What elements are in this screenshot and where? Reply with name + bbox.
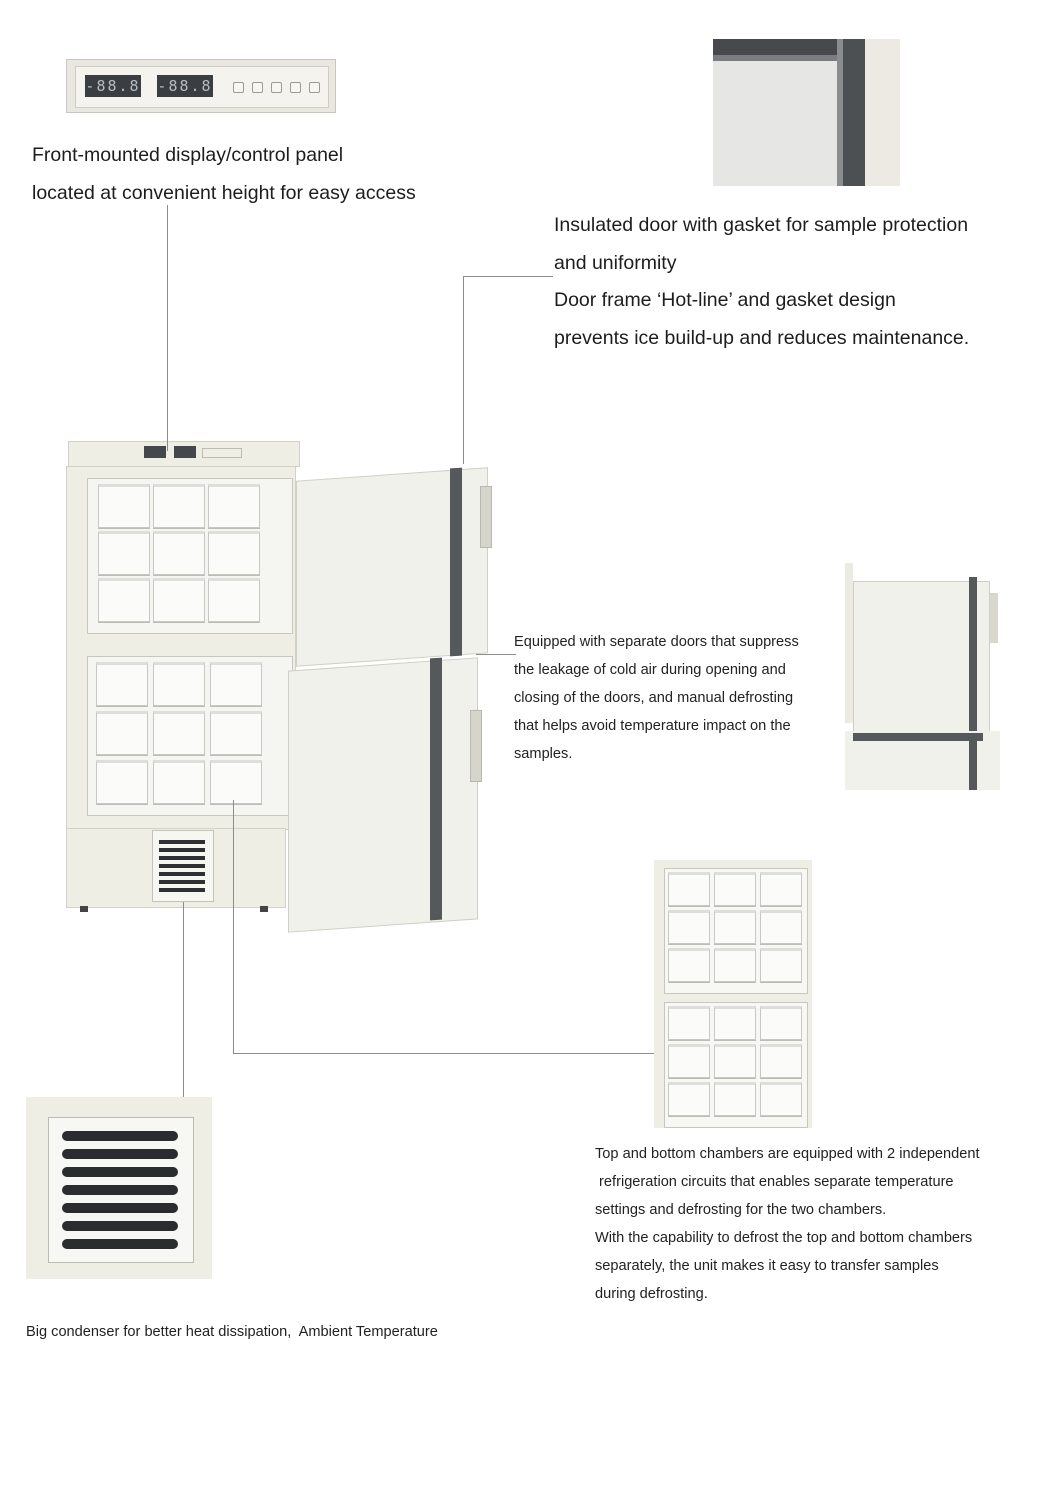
leader-line-condenser (183, 902, 184, 1097)
caption-line: during defrosting. (595, 1286, 708, 1302)
caption-line: Equipped with separate doors that suppre… (514, 634, 799, 650)
caption-line: that helps avoid temperature impact on t… (514, 718, 791, 734)
sample-tray (98, 531, 150, 575)
sample-tray (714, 948, 756, 982)
leader-line-panel (167, 205, 168, 451)
sample-tray (714, 1082, 756, 1116)
sample-tray (153, 760, 205, 804)
door-caption: Insulated door with gasket for sample pr… (554, 207, 1054, 357)
vent-slot (62, 1185, 178, 1195)
caption-line: settings and defrosting for the two cham… (595, 1202, 887, 1218)
sample-tray (668, 1006, 710, 1040)
chambers-caption: Top and bottom chambers are equipped wit… (595, 1140, 1045, 1308)
sample-tray (668, 872, 710, 906)
control-panel-caption: Front-mounted display/control panel loca… (32, 137, 512, 212)
sample-tray (714, 910, 756, 944)
panel-button-icon (252, 82, 263, 93)
sample-tray (714, 1044, 756, 1078)
panel-button-icon (290, 82, 301, 93)
chambers-photo (654, 860, 812, 1128)
upper-tray-grid (98, 484, 268, 622)
caption-line: Front-mounted display/control panel (32, 144, 344, 166)
sample-tray (96, 662, 148, 706)
sample-tray (760, 910, 802, 944)
vent-slot (62, 1203, 178, 1213)
caption-line: Door frame ‘Hot-line’ and gasket design (554, 289, 896, 311)
caption-line: separately, the unit makes it easy to tr… (595, 1258, 939, 1274)
sample-tray (760, 872, 802, 906)
vent-slot (62, 1167, 178, 1177)
sample-tray (668, 910, 710, 944)
sample-tray (153, 531, 205, 575)
sample-tray (714, 872, 756, 906)
caption-line: Top and bottom chambers are equipped wit… (595, 1146, 980, 1162)
separate-doors-photo (845, 563, 1000, 790)
caption-line: and uniformity (554, 251, 677, 274)
leader-line-door-v (463, 276, 464, 464)
sample-tray (760, 1082, 802, 1116)
sample-tray (668, 1044, 710, 1078)
sample-tray (210, 711, 262, 755)
sample-tray (98, 578, 150, 622)
caption-line: prevents ice build-up and reduces mainte… (554, 326, 970, 349)
sample-tray (153, 662, 205, 706)
caption-line: samples. (514, 746, 573, 762)
caption-line: Insulated door with gasket for sample pr… (554, 214, 969, 236)
sample-tray (96, 760, 148, 804)
vent-slot (62, 1149, 178, 1159)
sample-tray (760, 1044, 802, 1078)
sample-tray (96, 711, 148, 755)
sample-tray (714, 1006, 756, 1040)
separate-doors-caption: Equipped with separate doors that suppre… (514, 628, 844, 768)
sample-tray (210, 760, 262, 804)
leader-line-door-h (463, 276, 553, 277)
vent-slot (62, 1131, 178, 1141)
sample-tray (208, 484, 260, 528)
lower-tray-grid (96, 662, 266, 804)
sample-tray (760, 948, 802, 982)
caption-line: refrigeration circuits that enables sepa… (595, 1174, 954, 1190)
door-gasket-photo (713, 39, 900, 186)
sample-tray (153, 578, 205, 622)
control-buttons (233, 82, 320, 93)
leader-line-chambers-v (233, 800, 234, 1053)
vent-slot (62, 1221, 178, 1231)
leader-line-chambers-h (233, 1053, 654, 1054)
caption-line: located at convenient height for easy ac… (32, 181, 416, 204)
sample-tray (210, 662, 262, 706)
sample-tray (668, 1082, 710, 1116)
sample-tray (153, 711, 205, 755)
sample-tray (153, 484, 205, 528)
panel-button-icon (309, 82, 320, 93)
caption-line: closing of the doors, and manual defrost… (514, 690, 794, 706)
condenser-caption: Big condenser for better heat dissipatio… (26, 1324, 438, 1340)
sample-tray (98, 484, 150, 528)
display-right: -88.8 (157, 75, 213, 97)
sample-tray (208, 531, 260, 575)
sample-tray (668, 948, 710, 982)
panel-button-icon (233, 82, 244, 93)
panel-button-icon (271, 82, 282, 93)
control-panel-photo: -88.8 -88.8 (66, 59, 336, 113)
condenser-photo (26, 1097, 212, 1279)
display-left: -88.8 (85, 75, 141, 97)
caption-line: With the capability to defrost the top a… (595, 1230, 973, 1246)
caption-line: the leakage of cold air during opening a… (514, 662, 786, 678)
sample-tray (208, 578, 260, 622)
vent-slot (62, 1239, 178, 1249)
sample-tray (760, 1006, 802, 1040)
leader-line-separate (476, 654, 516, 655)
